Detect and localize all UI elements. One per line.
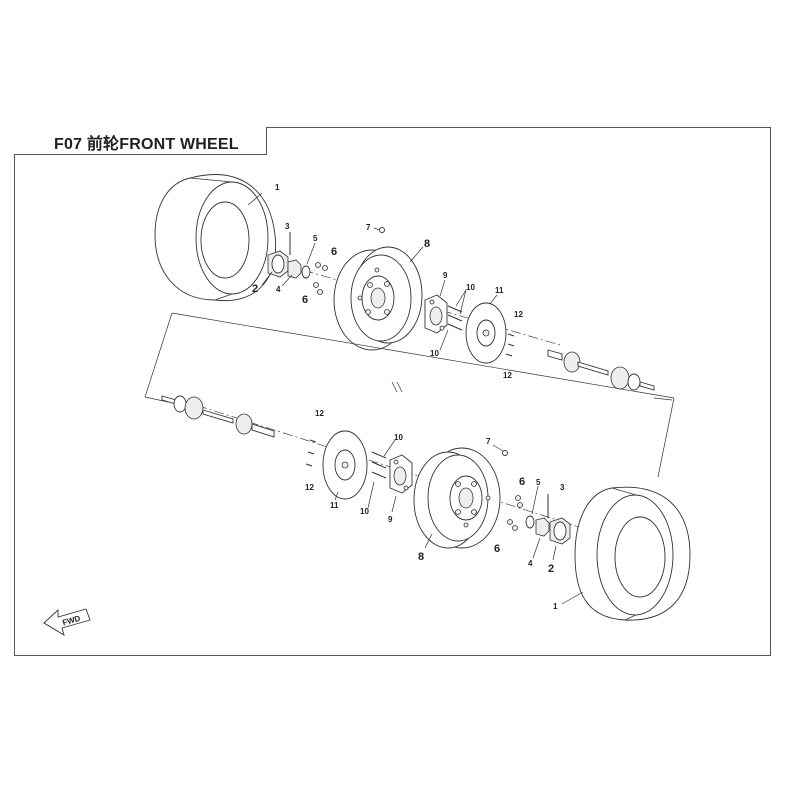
bottom-wheel-hub (389, 454, 413, 494)
bottom-washer (525, 515, 535, 529)
leader-bottom-10a (383, 439, 396, 457)
callout-bottom-10a: 10 (394, 433, 403, 442)
callout-top-5: 5 (313, 234, 318, 243)
callout-top-12a: 12 (514, 310, 523, 319)
leader-bottom-9 (391, 495, 397, 513)
callout-bottom-1: 1 (553, 602, 558, 611)
leader-bottom-8 (424, 533, 433, 549)
leader-top-7 (373, 227, 381, 231)
bottom-valve-stem (502, 450, 508, 456)
leader-top-11 (489, 294, 498, 305)
leader-top-4 (281, 274, 293, 287)
callout-top-6a: 6 (331, 246, 337, 258)
callout-top-11: 11 (495, 286, 504, 295)
bottom-castle-nut (535, 517, 550, 537)
callout-bottom-7: 7 (486, 437, 491, 446)
leader-bottom-4 (532, 537, 541, 559)
bottom-hub-cap (549, 517, 571, 545)
callout-bottom-5: 5 (536, 478, 541, 487)
assembly-link-lines (144, 312, 675, 478)
bottom-brake-disc (322, 430, 368, 500)
top-hub-studs (447, 305, 463, 331)
top-lug-nuts-upper (315, 262, 328, 271)
bottom-lug-nuts-lower (507, 519, 518, 531)
callout-top-10b: 10 (430, 349, 439, 358)
callout-top-4: 4 (276, 285, 281, 294)
top-wheel-hub (424, 294, 448, 334)
callout-top-1: 1 (275, 183, 280, 192)
bottom-drive-shaft (161, 395, 275, 438)
bottom-wheel-rim (413, 447, 501, 549)
leader-top-8 (409, 246, 424, 263)
bottom-tire (574, 486, 691, 621)
leader-bottom-1 (561, 591, 584, 605)
callout-top-9: 9 (443, 271, 448, 280)
leader-top-5 (306, 242, 316, 265)
leader-top-9 (439, 279, 446, 297)
leader-top-10b (439, 329, 449, 351)
leader-bottom-10b (367, 481, 375, 509)
leader-bottom-7 (492, 444, 504, 452)
callout-top-12b: 12 (503, 371, 512, 380)
callout-bottom-12a: 12 (315, 409, 324, 418)
leader-bottom-2 (552, 545, 557, 561)
callout-top-2: 2 (252, 283, 258, 295)
callout-bottom-2: 2 (548, 563, 554, 575)
callout-bottom-11: 11 (330, 501, 339, 510)
title-box: F07 前轮FRONT WHEEL (14, 127, 267, 155)
callout-bottom-8: 8 (418, 551, 424, 563)
callout-bottom-6a: 6 (519, 476, 525, 488)
callout-bottom-4: 4 (528, 559, 533, 568)
callout-bottom-9: 9 (388, 515, 393, 524)
bottom-lug-nuts-upper (515, 495, 523, 508)
leader-top-10a2 (459, 289, 467, 315)
top-tire (154, 174, 277, 302)
page-title: F07 前轮FRONT WHEEL (54, 136, 239, 153)
callout-top-6b: 6 (302, 294, 308, 306)
leader-bottom-5 (531, 485, 539, 515)
callout-bottom-12b: 12 (305, 483, 314, 492)
leader-top-10a (455, 289, 467, 307)
callout-top-10a: 10 (466, 283, 475, 292)
callout-bottom-3: 3 (560, 483, 565, 492)
top-washer (301, 265, 311, 279)
callout-top-8: 8 (424, 238, 430, 250)
top-castle-nut (287, 259, 302, 279)
top-hub-cap (267, 250, 289, 278)
leader-top-2 (261, 271, 273, 286)
top-drive-shaft (547, 349, 655, 391)
leader-bottom-11 (334, 491, 339, 501)
top-brake-disc (465, 302, 507, 364)
bottom-disc-bolts (305, 439, 317, 467)
leader-top-1 (247, 192, 263, 206)
callout-bottom-10b: 10 (360, 507, 369, 516)
callout-top-3: 3 (285, 222, 290, 231)
callout-bottom-6b: 6 (494, 543, 500, 555)
top-disc-bolts (505, 333, 515, 357)
callout-top-7: 7 (366, 223, 371, 232)
top-wheel-rim (333, 246, 423, 351)
top-lug-nuts-lower (313, 282, 323, 295)
forward-direction-arrow: FWD (43, 608, 91, 636)
bottom-hub-studs (371, 451, 387, 479)
top-valve-stem (379, 227, 385, 233)
